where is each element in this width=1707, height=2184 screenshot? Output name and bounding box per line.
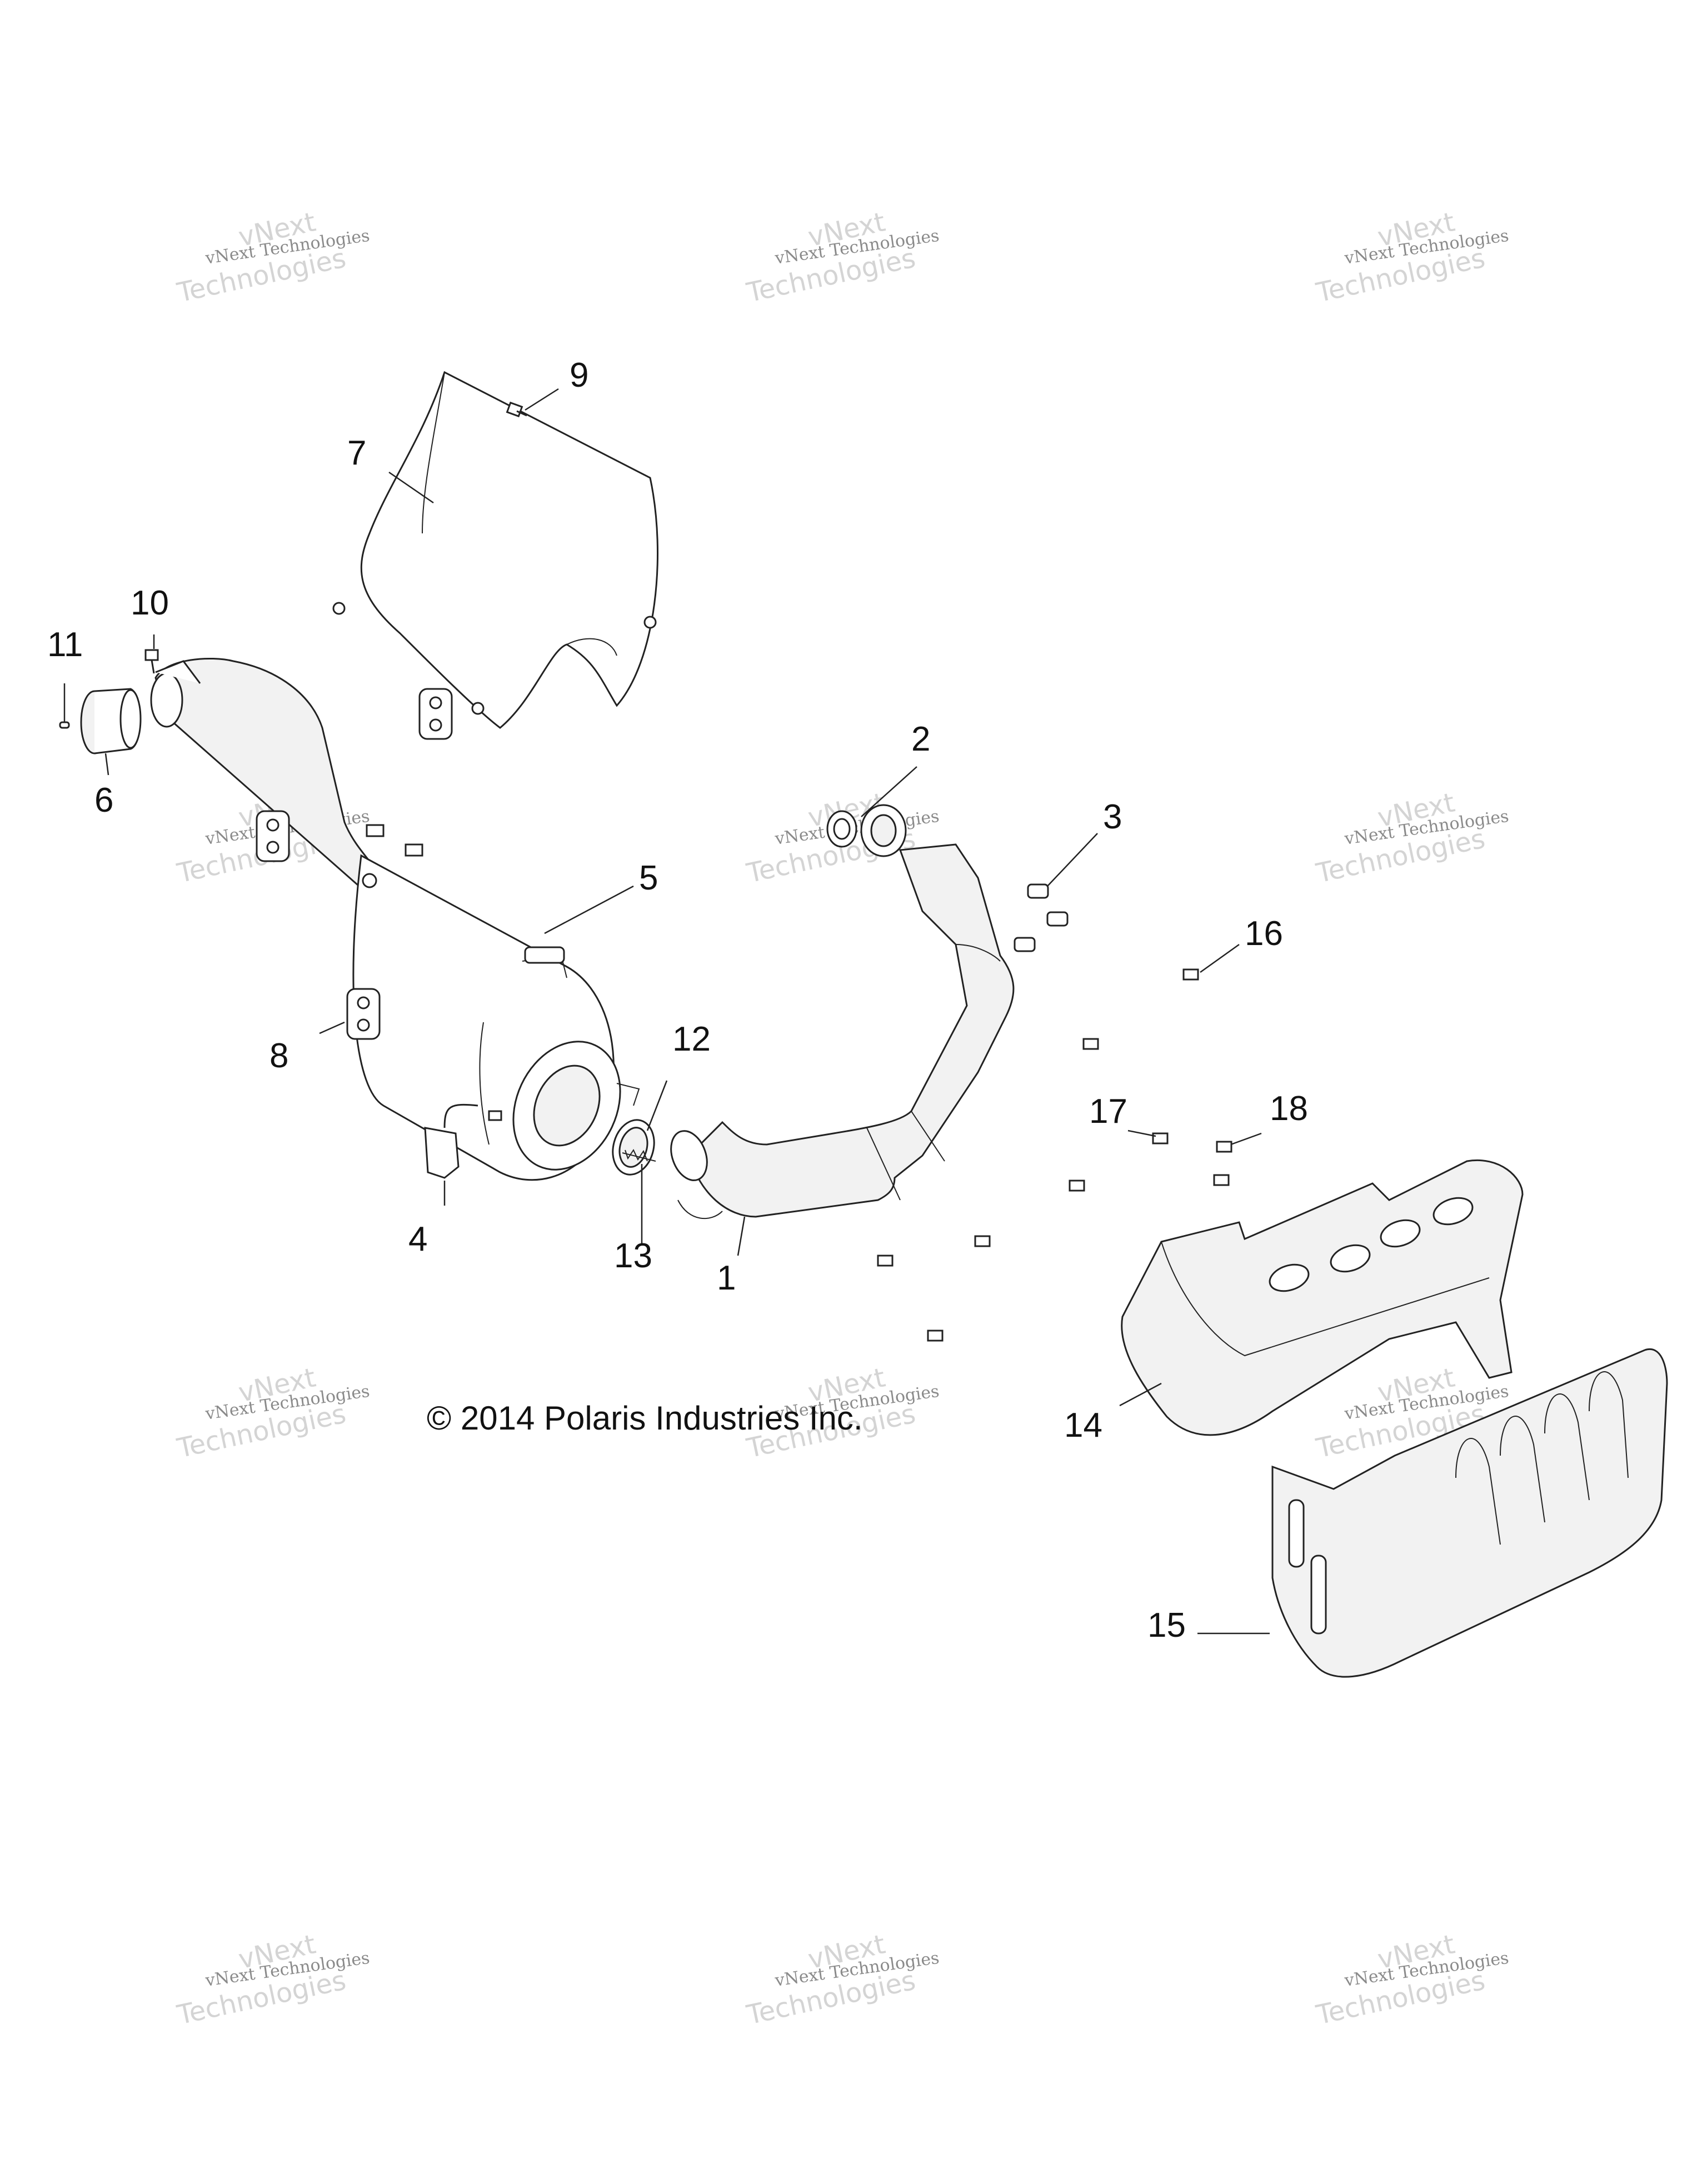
callout-15: 15 bbox=[1147, 1606, 1186, 1645]
part-12-gasket bbox=[612, 1119, 655, 1176]
callout-3: 3 bbox=[1103, 798, 1122, 836]
part-15-heat-shield bbox=[1271, 1348, 1668, 1678]
callout-8: 8 bbox=[269, 1037, 289, 1075]
part-3-bolt bbox=[1014, 883, 1069, 952]
callout-9: 9 bbox=[570, 356, 589, 394]
part-10-screw bbox=[144, 649, 159, 674]
leader-lines bbox=[63, 388, 1270, 1635]
callout-10: 10 bbox=[131, 584, 169, 622]
callout-18: 18 bbox=[1270, 1089, 1308, 1128]
callout-1: 1 bbox=[717, 1259, 736, 1297]
part-5-muffler bbox=[150, 657, 640, 1181]
part-14-heat-shield bbox=[1121, 1160, 1524, 1436]
callout-6: 6 bbox=[94, 781, 114, 819]
callout-16: 16 bbox=[1245, 914, 1283, 953]
part-9-bolt bbox=[506, 401, 527, 418]
part-8-isolator bbox=[256, 810, 290, 862]
callout-7: 7 bbox=[347, 434, 367, 472]
callout-17: 17 bbox=[1089, 1092, 1127, 1131]
part-2-gasket bbox=[826, 810, 857, 848]
callout-5: 5 bbox=[639, 859, 658, 897]
part-8-isolator bbox=[346, 988, 381, 1040]
copyright-text: © 2014 Polaris Industries Inc. bbox=[427, 1400, 863, 1437]
fastener bbox=[877, 968, 1232, 1342]
callout-4: 4 bbox=[408, 1220, 428, 1258]
callout-12: 12 bbox=[672, 1020, 711, 1058]
callout-14: 14 bbox=[1064, 1406, 1102, 1445]
callout-13: 13 bbox=[614, 1237, 652, 1275]
callout-11: 11 bbox=[47, 626, 83, 664]
part-8-isolator bbox=[418, 688, 453, 740]
part-1-head-pipe bbox=[670, 804, 1015, 1219]
part-7-heat-shield bbox=[332, 371, 658, 729]
part-6-exhaust-tip bbox=[80, 688, 142, 754]
part-4-bracket bbox=[424, 1103, 502, 1179]
part-11-clip bbox=[59, 721, 70, 729]
callout-2: 2 bbox=[911, 720, 931, 758]
part-13-spring bbox=[622, 1148, 656, 1162]
